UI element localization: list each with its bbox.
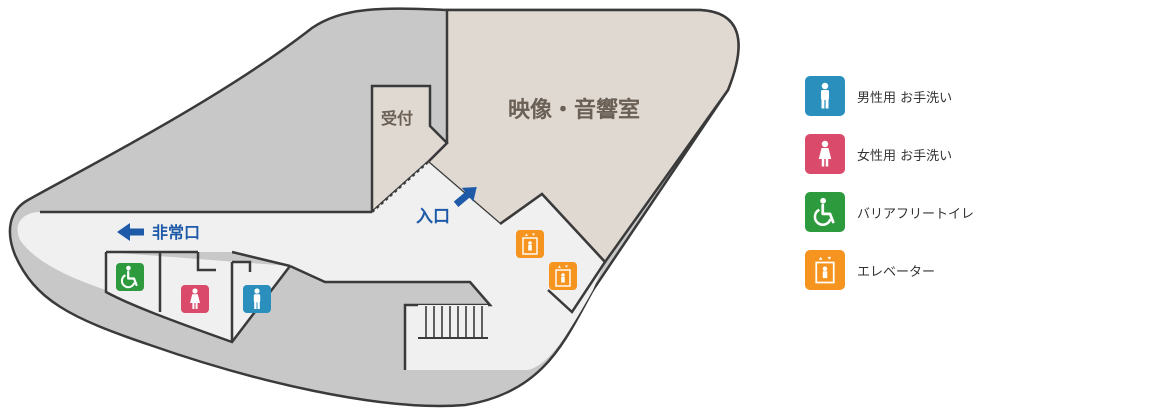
male-toilet-icon <box>805 76 845 116</box>
legend-label: 女性用 お手洗い <box>857 148 953 164</box>
legend-label: バリアフリートイレ <box>857 206 975 222</box>
floor-map: 映像・音響室 受付 入口 非常口 <box>8 7 740 408</box>
staircase <box>418 305 488 345</box>
legend-item-female-toilet: 女性用 お手洗い <box>805 134 1135 174</box>
legend-label: エレベーター <box>857 264 936 280</box>
elevator-shaft <box>499 192 607 314</box>
male-toilet-icon <box>243 285 271 313</box>
legend-label: 男性用 お手洗い <box>857 90 953 106</box>
emergency-exit-label: 非常口 <box>152 223 200 242</box>
legend: 男性用 お手洗い 女性用 お手洗い バリアフリートイレ エレベーター <box>805 76 1135 308</box>
legend-item-male-toilet: 男性用 お手洗い <box>805 76 1135 116</box>
reception-label: 受付 <box>381 109 413 128</box>
accessible-toilet-icon <box>805 192 845 232</box>
female-toilet-icon <box>805 134 845 174</box>
entrance-label: 入口 <box>416 207 450 227</box>
entrance-arrow-icon <box>453 187 477 208</box>
av-room-label: 映像・音響室 <box>508 97 640 123</box>
accessible-toilet-icon <box>116 263 144 291</box>
female-toilet-icon <box>181 285 209 313</box>
legend-item-elevator: エレベーター <box>805 250 1135 290</box>
elevator-icon <box>516 230 544 258</box>
legend-item-accessible-toilet: バリアフリートイレ <box>805 192 1135 232</box>
elevator-icon <box>805 250 845 290</box>
emergency-exit-arrow-icon <box>117 223 144 241</box>
elevator-icon <box>549 262 577 290</box>
